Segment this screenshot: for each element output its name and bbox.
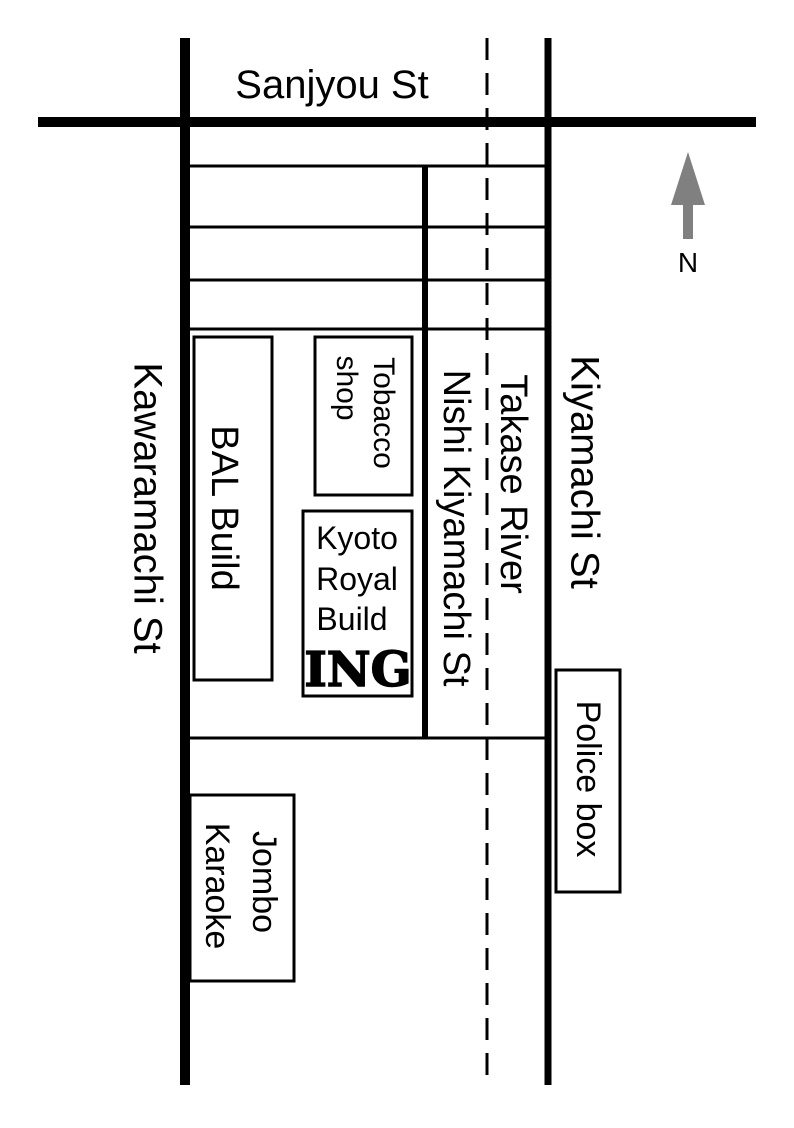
takase-river-label: Takase River bbox=[492, 374, 534, 594]
jombo-karaoke-building bbox=[188, 793, 296, 983]
tobacco-shop-label: shop bbox=[330, 355, 363, 420]
north-arrow-icon bbox=[671, 152, 705, 239]
kiyamachi-street-label: Kiyamachi St bbox=[562, 355, 606, 588]
kyoto-royal-label: Royal bbox=[316, 561, 398, 597]
tobacco-shop bbox=[313, 335, 414, 497]
nishi-kiyamachi-street-label: Nishi Kiyamachi St bbox=[435, 370, 477, 687]
police-box-building bbox=[554, 668, 622, 894]
jombo-karaoke-label: Karaoke bbox=[198, 823, 236, 950]
kyoto-royal-building bbox=[301, 509, 414, 698]
bal-building-label: BAL Build bbox=[203, 425, 245, 590]
jombo-karaoke-label: Jombo bbox=[245, 831, 283, 933]
ing-logo: ING bbox=[304, 642, 411, 698]
kawaramachi-street-label: Kawaramachi St bbox=[125, 362, 169, 653]
bal-building bbox=[192, 335, 274, 682]
kyoto-royal-label: Kyoto bbox=[316, 520, 398, 556]
kyoto-royal-label: Build bbox=[316, 601, 387, 637]
compass-label: N bbox=[678, 247, 698, 278]
police-box-label: Police box bbox=[569, 701, 607, 858]
sanjyou-street-label: Sanjyou St bbox=[235, 63, 428, 107]
tobacco-shop-label: Tobacco bbox=[367, 357, 400, 469]
